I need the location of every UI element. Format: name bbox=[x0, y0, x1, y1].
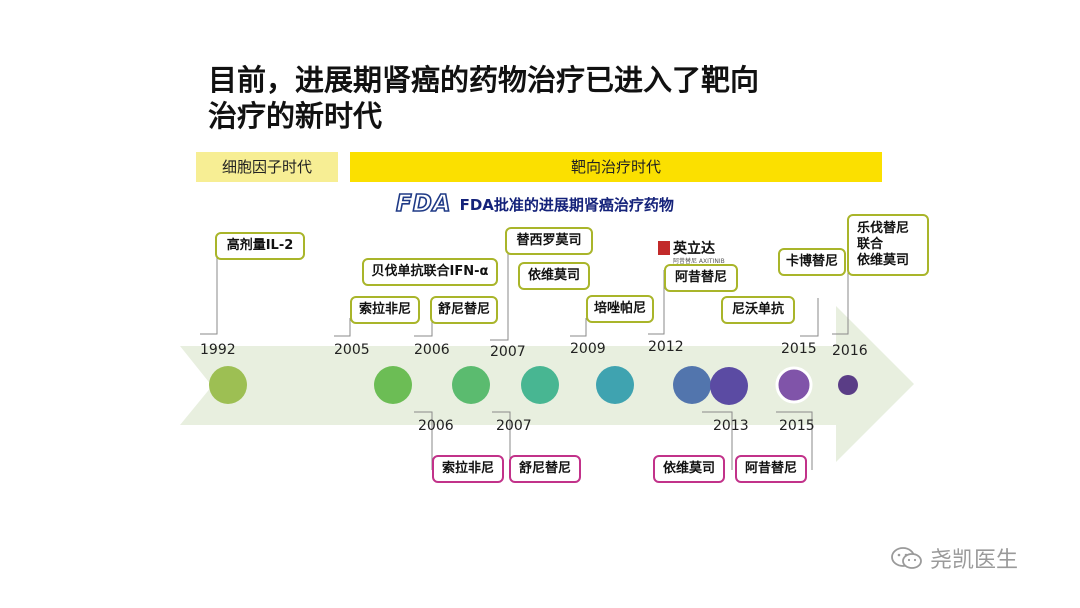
timeline-circle-1992 bbox=[209, 366, 247, 404]
connector bbox=[414, 318, 433, 337]
era-cytokine: 细胞因子时代 bbox=[196, 152, 338, 182]
drug-box-cabozantinib: 卡博替尼 bbox=[778, 248, 846, 276]
connector bbox=[832, 250, 849, 335]
page-title: 目前，进展期肾癌的药物治疗已进入了靶向 治疗的新时代 bbox=[208, 62, 828, 134]
connector bbox=[570, 318, 587, 337]
title-line-2: 治疗的新时代 bbox=[208, 99, 383, 133]
connector bbox=[200, 255, 218, 335]
drug-box-bevacizumab-ifn: 贝伐单抗联合IFN-α bbox=[362, 258, 498, 286]
drug-box-sorafenib: 索拉非尼 bbox=[350, 296, 420, 324]
brand-subtitle: 阿昔替尼 AXITINIB bbox=[673, 258, 725, 265]
drug-box-lenvatinib-everolimus: 乐伐替尼 联合 依维莫司 bbox=[847, 214, 929, 276]
brand-mark-icon bbox=[658, 241, 670, 255]
year-label: 2013 bbox=[713, 418, 749, 434]
drug-box-sorafenib-lower: 索拉非尼 bbox=[432, 455, 504, 483]
drug-box-everolimus-lower: 依维莫司 bbox=[653, 455, 725, 483]
timeline-circle-2006 bbox=[452, 366, 490, 404]
drug-box-pazopanib: 培唑帕尼 bbox=[586, 295, 654, 323]
timeline-circle-2016 bbox=[838, 375, 858, 395]
year-label: 2005 bbox=[334, 342, 370, 358]
year-label: 2006 bbox=[414, 342, 450, 358]
connector bbox=[492, 411, 511, 470]
connector bbox=[334, 318, 351, 337]
year-label: 2007 bbox=[490, 344, 526, 360]
fda-caption-text: FDA批准的进展期肾癌治疗药物 bbox=[459, 195, 674, 214]
drug-box-temsirolimus: 替西罗莫司 bbox=[505, 227, 593, 255]
brand-logo: 英立达 阿昔替尼 AXITINIB bbox=[658, 238, 725, 266]
drug-box-nivolumab: 尼沃单抗 bbox=[721, 296, 795, 324]
year-label: 2016 bbox=[832, 343, 868, 359]
connector bbox=[490, 241, 509, 341]
drug-box-axitinib: 阿昔替尼 bbox=[664, 264, 738, 292]
watermark: 尧凯医生 bbox=[890, 542, 1018, 574]
timeline-circle-2013 bbox=[710, 367, 748, 405]
connector bbox=[648, 270, 665, 335]
watermark-text: 尧凯医生 bbox=[930, 548, 1019, 573]
title-line-1: 目前，进展期肾癌的药物治疗已进入了靶向 bbox=[208, 63, 760, 97]
year-label: 1992 bbox=[200, 342, 236, 358]
timeline-circle-2012 bbox=[673, 366, 711, 404]
timeline-circle-2007 bbox=[521, 366, 559, 404]
timeline-circle-2009 bbox=[596, 366, 634, 404]
fda-logo: FDA bbox=[395, 190, 452, 218]
connector bbox=[414, 411, 433, 470]
year-label: 2006 bbox=[418, 418, 454, 434]
drug-box-everolimus: 依维莫司 bbox=[518, 262, 590, 290]
year-label: 2015 bbox=[781, 341, 817, 357]
drug-box-sunitinib: 舒尼替尼 bbox=[430, 296, 498, 324]
brand-name: 英立达 bbox=[673, 241, 715, 257]
wechat-icon bbox=[891, 547, 922, 569]
year-label: 2012 bbox=[648, 339, 684, 355]
year-label: 2015 bbox=[779, 418, 815, 434]
timeline-circle-2005 bbox=[374, 366, 412, 404]
fda-caption: FDA FDA批准的进展期肾癌治疗药物 bbox=[395, 190, 674, 218]
drug-box-axitinib-lower: 阿昔替尼 bbox=[735, 455, 807, 483]
year-label: 2009 bbox=[570, 341, 606, 357]
timeline-circle-2015 bbox=[775, 366, 813, 404]
connector bbox=[800, 298, 819, 337]
connector bbox=[702, 411, 733, 470]
drug-box-sunitinib-lower: 舒尼替尼 bbox=[509, 455, 581, 483]
connector bbox=[776, 411, 813, 470]
drug-box-il2: 高剂量IL-2 bbox=[215, 232, 305, 260]
era-targeted: 靶向治疗时代 bbox=[350, 152, 882, 182]
year-label: 2007 bbox=[496, 418, 532, 434]
